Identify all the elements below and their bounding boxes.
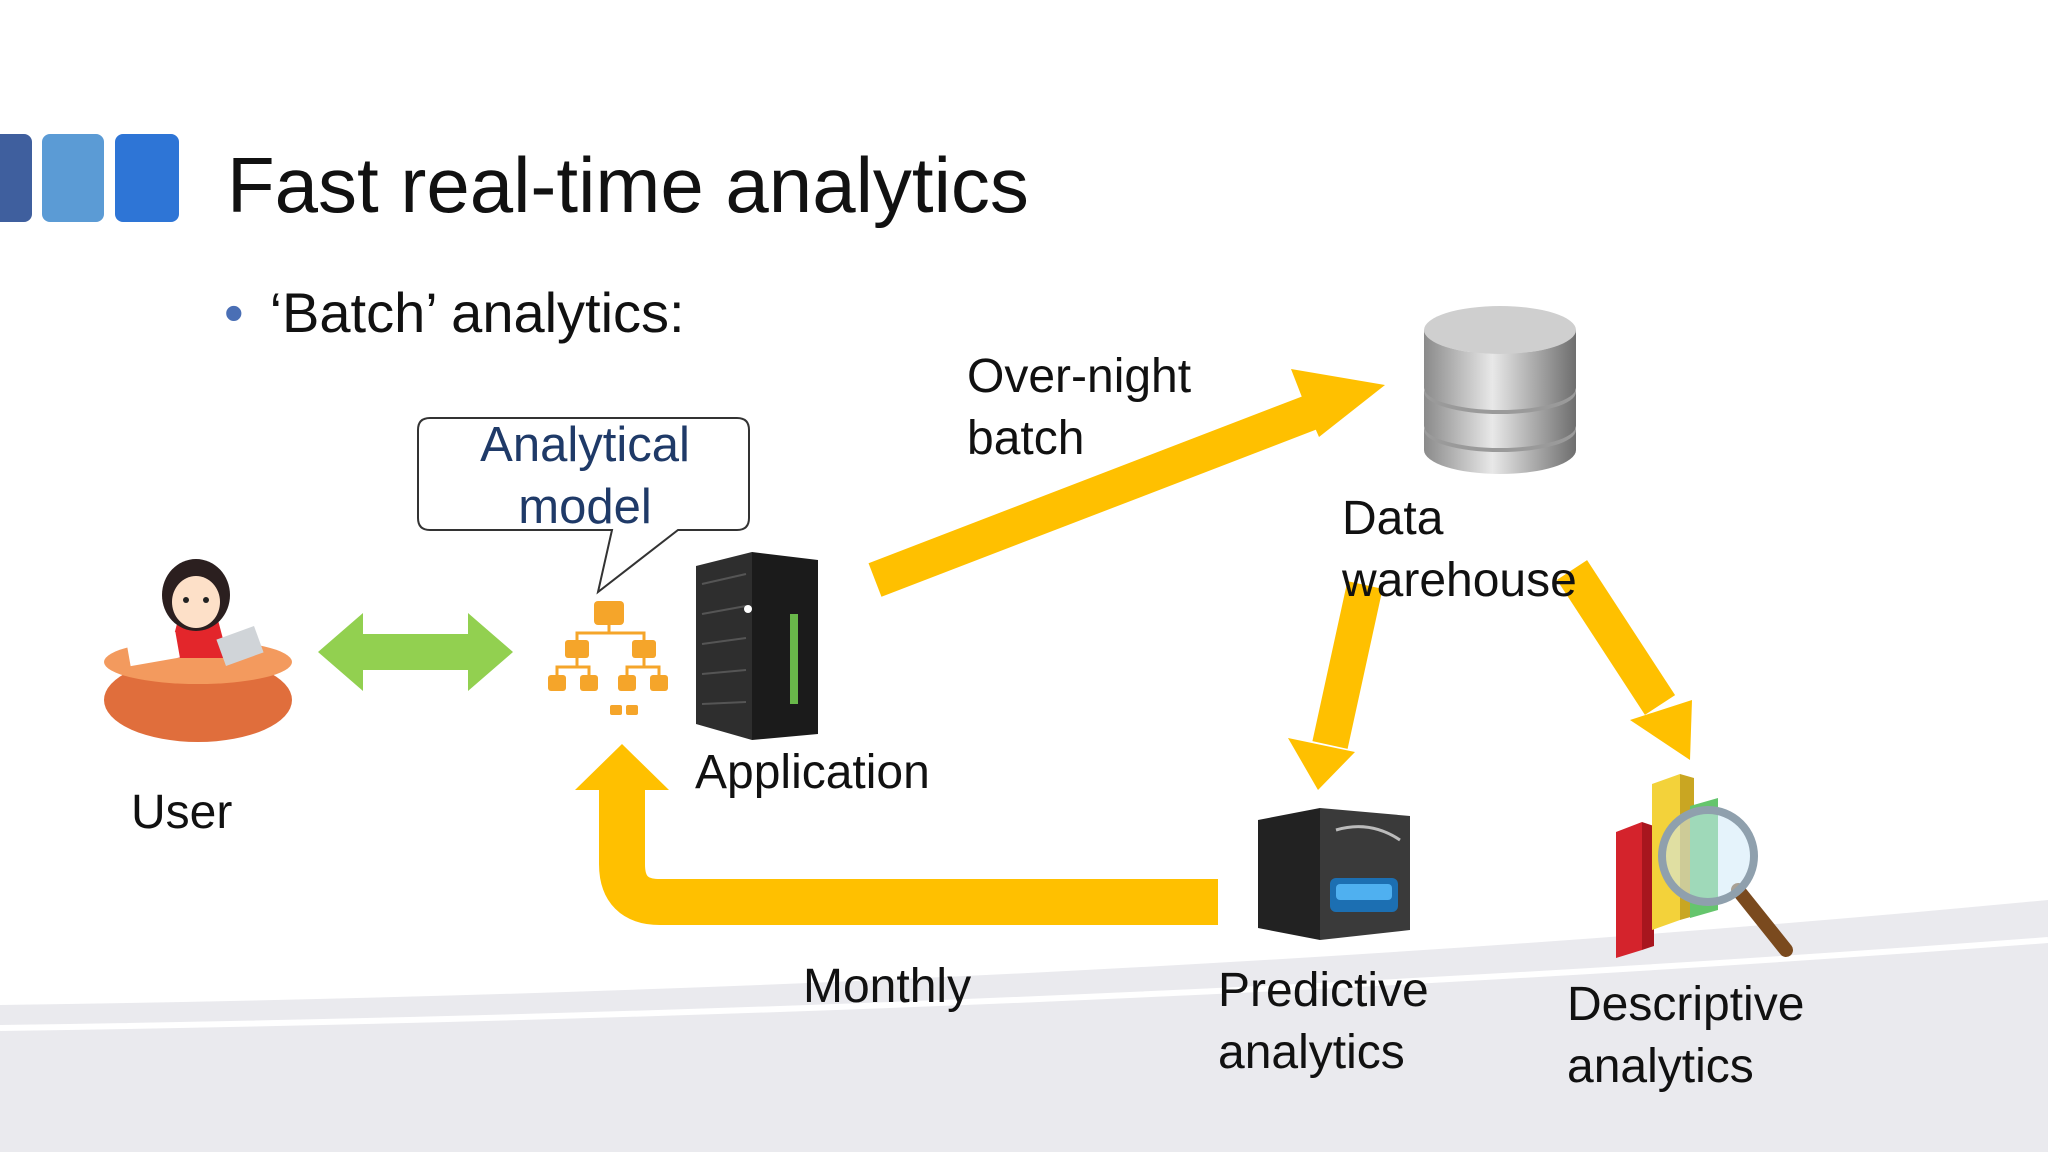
bullet-text: ‘Batch’ analytics:: [269, 281, 685, 344]
title-accent-block-3: [115, 134, 179, 222]
predictive-analytics-label-line-2: analytics: [1218, 1026, 1405, 1079]
analytical-model-callout: [417, 417, 750, 595]
predictive-analytics-label: Predictive analytics: [1218, 960, 1429, 1084]
title-accent-block-2: [42, 134, 104, 222]
user-label: User: [131, 786, 233, 839]
data-warehouse-label: Data warehouse: [1342, 488, 1577, 612]
slide-title: Fast real-time analytics: [227, 141, 1029, 229]
overnight-batch-arrow: [868, 369, 1385, 597]
data-warehouse-label-line-2: warehouse: [1342, 554, 1577, 607]
server-icon: [696, 552, 818, 740]
descriptive-analytics-label-line-2: analytics: [1567, 1040, 1754, 1093]
application-label: Application: [695, 746, 930, 799]
predictive-analytics-label-line-1: Predictive: [1218, 964, 1429, 1017]
warehouse-to-descriptive-arrow: [1556, 560, 1692, 760]
analytical-model-label-line-1: Analytical: [480, 418, 690, 472]
warehouse-to-predictive-arrow: [1288, 581, 1383, 790]
descriptive-analytics-label-line-1: Descriptive: [1567, 978, 1805, 1031]
user-model-arrow: [318, 613, 513, 691]
bullet-item: • ‘Batch’ analytics:: [224, 280, 685, 345]
database-icon: [1424, 306, 1576, 474]
data-warehouse-label-line-1: Data: [1342, 492, 1444, 545]
title-accent-block-1: [0, 134, 32, 222]
analytical-model-label: Analytical model: [420, 414, 750, 538]
user-at-desk-icon: [104, 559, 292, 742]
analytical-model-label-line-2: model: [518, 480, 652, 534]
background-swoosh-line: [0, 937, 2048, 1031]
monthly-arrow: [575, 744, 1218, 925]
overnight-batch-label: Over-night batch: [967, 346, 1191, 470]
bar-chart-magnifier-icon: [1616, 774, 1793, 958]
overnight-batch-label-line-1: Over-night: [967, 350, 1192, 403]
predictive-machine-icon: [1258, 808, 1410, 940]
hierarchy-model-icon: [548, 601, 668, 715]
background-swoosh: [0, 900, 2048, 1152]
overnight-batch-label-line-2: batch: [967, 412, 1085, 465]
monthly-label: Monthly: [803, 960, 972, 1013]
bullet-dot: •: [224, 281, 244, 344]
descriptive-analytics-label: Descriptive analytics: [1567, 974, 1804, 1098]
